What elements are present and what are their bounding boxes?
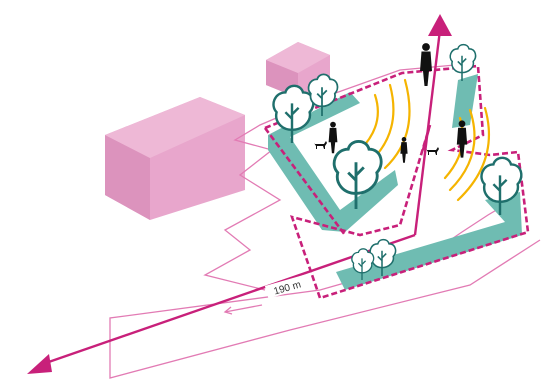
tree-icon: [449, 43, 477, 82]
axis-arrow: [27, 14, 452, 374]
arrow-head-icon: [27, 354, 52, 374]
person-icon: [400, 137, 408, 163]
person-icon: [328, 121, 338, 154]
arrow-head-icon: [428, 14, 452, 36]
dog-icon: [314, 141, 327, 149]
building-large: [105, 97, 245, 220]
person-icon: [420, 43, 432, 86]
dog-icon: [426, 147, 439, 155]
zone-boundary: [263, 64, 530, 300]
